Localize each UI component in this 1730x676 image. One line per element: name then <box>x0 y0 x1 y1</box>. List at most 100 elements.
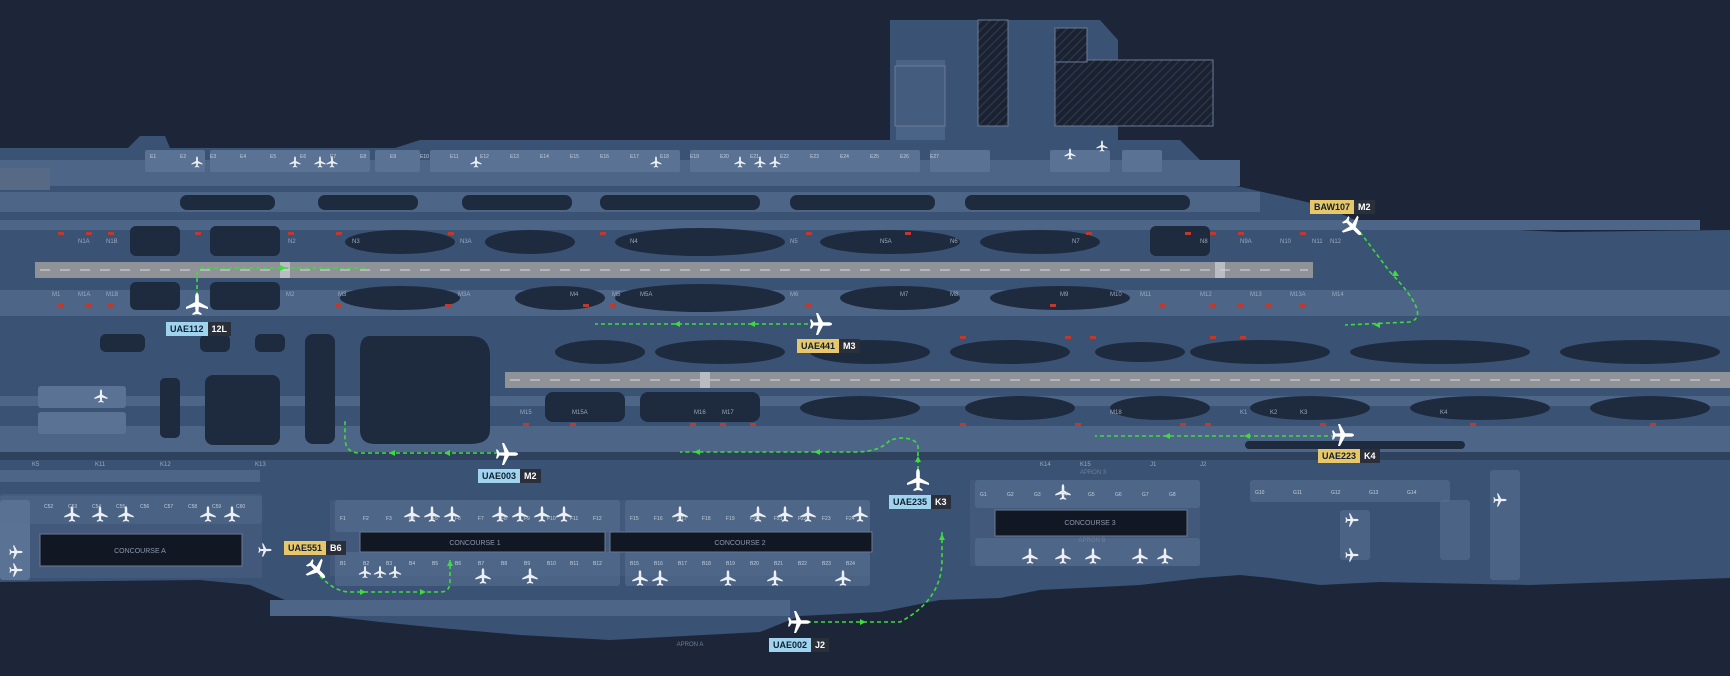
stand-label: B19 <box>726 561 735 567</box>
aircraft-uae551-icon[interactable] <box>304 557 330 583</box>
taxiway-label: M8 <box>950 292 959 298</box>
gate-label: M2 <box>1354 200 1375 214</box>
stand-label: F21 <box>774 516 783 522</box>
callsign-label: UAE441 <box>797 339 840 353</box>
taxiway-label: N12 <box>1330 239 1342 245</box>
flight-tag-uae551[interactable]: UAE551 B6 <box>284 541 346 555</box>
stand-label: F10 <box>547 516 556 522</box>
stand-label: B8 <box>501 561 507 567</box>
aircraft-uae003-icon[interactable] <box>494 441 520 467</box>
stand-label: B5 <box>432 561 438 567</box>
taxiway-label: M15A <box>572 410 588 416</box>
taxiway-label: M17 <box>722 410 734 416</box>
stand-label: B17 <box>678 561 687 567</box>
stand-label: E6 <box>300 154 306 160</box>
route-uae003 <box>344 420 498 454</box>
stand-label: F2 <box>363 516 369 522</box>
stand-label: E12 <box>480 154 489 160</box>
stand-label: F22 <box>798 516 807 522</box>
stand-label: C54 <box>92 504 101 510</box>
runway-north <box>35 262 1313 278</box>
stand-label: F15 <box>630 516 639 522</box>
taxiway-label: K11 <box>95 462 106 468</box>
gate-label: J2 <box>811 638 830 652</box>
flight-tag-uae441[interactable]: UAE441 M3 <box>797 339 860 353</box>
stand-label: F18 <box>702 516 711 522</box>
taxiway-label: N5 <box>790 239 798 245</box>
taxiway-label: N6 <box>950 239 958 245</box>
stand-label: F16 <box>654 516 663 522</box>
taxiway-label: N7 <box>1072 239 1080 245</box>
aircraft-uae441-icon[interactable] <box>808 311 834 337</box>
gate-label: M2 <box>520 469 541 483</box>
stand-label: B2 <box>363 561 369 567</box>
stand-label: F6 <box>455 516 461 522</box>
callsign-label: UAE551 <box>284 541 327 555</box>
taxiway-label: J1 <box>1150 462 1157 468</box>
concourse-a: CONCOURSE A <box>0 496 262 578</box>
stand-label: B18 <box>702 561 711 567</box>
taxiway-label: M10 <box>1110 292 1122 298</box>
stand-label: F23 <box>822 516 831 522</box>
north-stands <box>0 150 1162 190</box>
pier-north <box>894 65 946 127</box>
flight-tag-baw107[interactable]: BAW107 M2 <box>1310 200 1375 214</box>
stand-label: E23 <box>810 154 819 160</box>
taxiway-label: N4 <box>630 239 638 245</box>
gate-label: K3 <box>931 495 951 509</box>
taxiway-label: K1 <box>1240 410 1248 416</box>
stand-label: E18 <box>660 154 669 160</box>
taxiway-label: M4 <box>570 292 579 298</box>
stand-label: B9 <box>524 561 530 567</box>
taxi-routes[interactable] <box>196 231 1419 623</box>
concourse-2-label: CONCOURSE 2 <box>714 540 765 547</box>
aircraft-uae112-icon[interactable] <box>184 291 210 317</box>
taxiway-label: K2 <box>1270 410 1278 416</box>
stand-label: F8 <box>501 516 507 522</box>
stand-label: F17 <box>678 516 687 522</box>
flight-tag-uae223[interactable]: UAE223 K4 <box>1318 449 1380 463</box>
flight-tag-uae003[interactable]: UAE003 M2 <box>478 469 541 483</box>
route-baw107 <box>1344 231 1419 326</box>
apron-3-label: APRON 3 <box>1080 470 1107 476</box>
taxiway-label: N5A <box>880 239 892 245</box>
flight-tag-uae112[interactable]: UAE112 12L <box>166 322 232 336</box>
taxiway-label: M7 <box>900 292 909 298</box>
taxiway-label: M3A <box>458 292 470 298</box>
stand-label: C57 <box>164 504 173 510</box>
stand-label: E19 <box>690 154 699 160</box>
stand-label: G4 <box>1061 492 1068 498</box>
callsign-label: UAE112 <box>166 322 208 336</box>
aircraft-baw107-icon[interactable] <box>1340 214 1366 240</box>
apron-a-label: APRON A <box>677 642 704 648</box>
stand-label: B7 <box>478 561 484 567</box>
aircraft-uae002-icon[interactable] <box>786 609 812 635</box>
stand-label: B21 <box>774 561 783 567</box>
stand-label: B22 <box>798 561 807 567</box>
taxiway-label: M12 <box>1200 292 1212 298</box>
stand-label: C56 <box>140 504 149 510</box>
aircraft-uae235-icon[interactable] <box>905 467 931 493</box>
route-arrows <box>280 265 1399 625</box>
stand-label: F7 <box>478 516 484 522</box>
stand-label: C59 <box>212 504 221 510</box>
stand-label: G7 <box>1142 492 1149 498</box>
taxiway-label: J2 <box>1200 462 1207 468</box>
stand-label: E22 <box>780 154 789 160</box>
gate-label: K4 <box>1360 449 1380 463</box>
flight-tag-uae235[interactable]: UAE235 K3 <box>889 495 951 509</box>
stand-label: F4 <box>409 516 415 522</box>
stand-label: E7 <box>330 154 336 160</box>
concourse-1-label: CONCOURSE 1 <box>449 540 500 547</box>
stop-bars <box>58 232 1656 426</box>
taxiway-label: M5 <box>612 292 621 298</box>
stand-label: C53 <box>68 504 77 510</box>
taxiway-label: M5A <box>640 292 652 298</box>
stand-label: B3 <box>386 561 392 567</box>
flight-tag-uae002[interactable]: UAE002 J2 <box>769 638 830 652</box>
taxiway-label: N10 <box>1280 239 1292 245</box>
taxiway-label: M13 <box>1250 292 1262 298</box>
aircraft-uae223-icon[interactable] <box>1330 422 1356 448</box>
